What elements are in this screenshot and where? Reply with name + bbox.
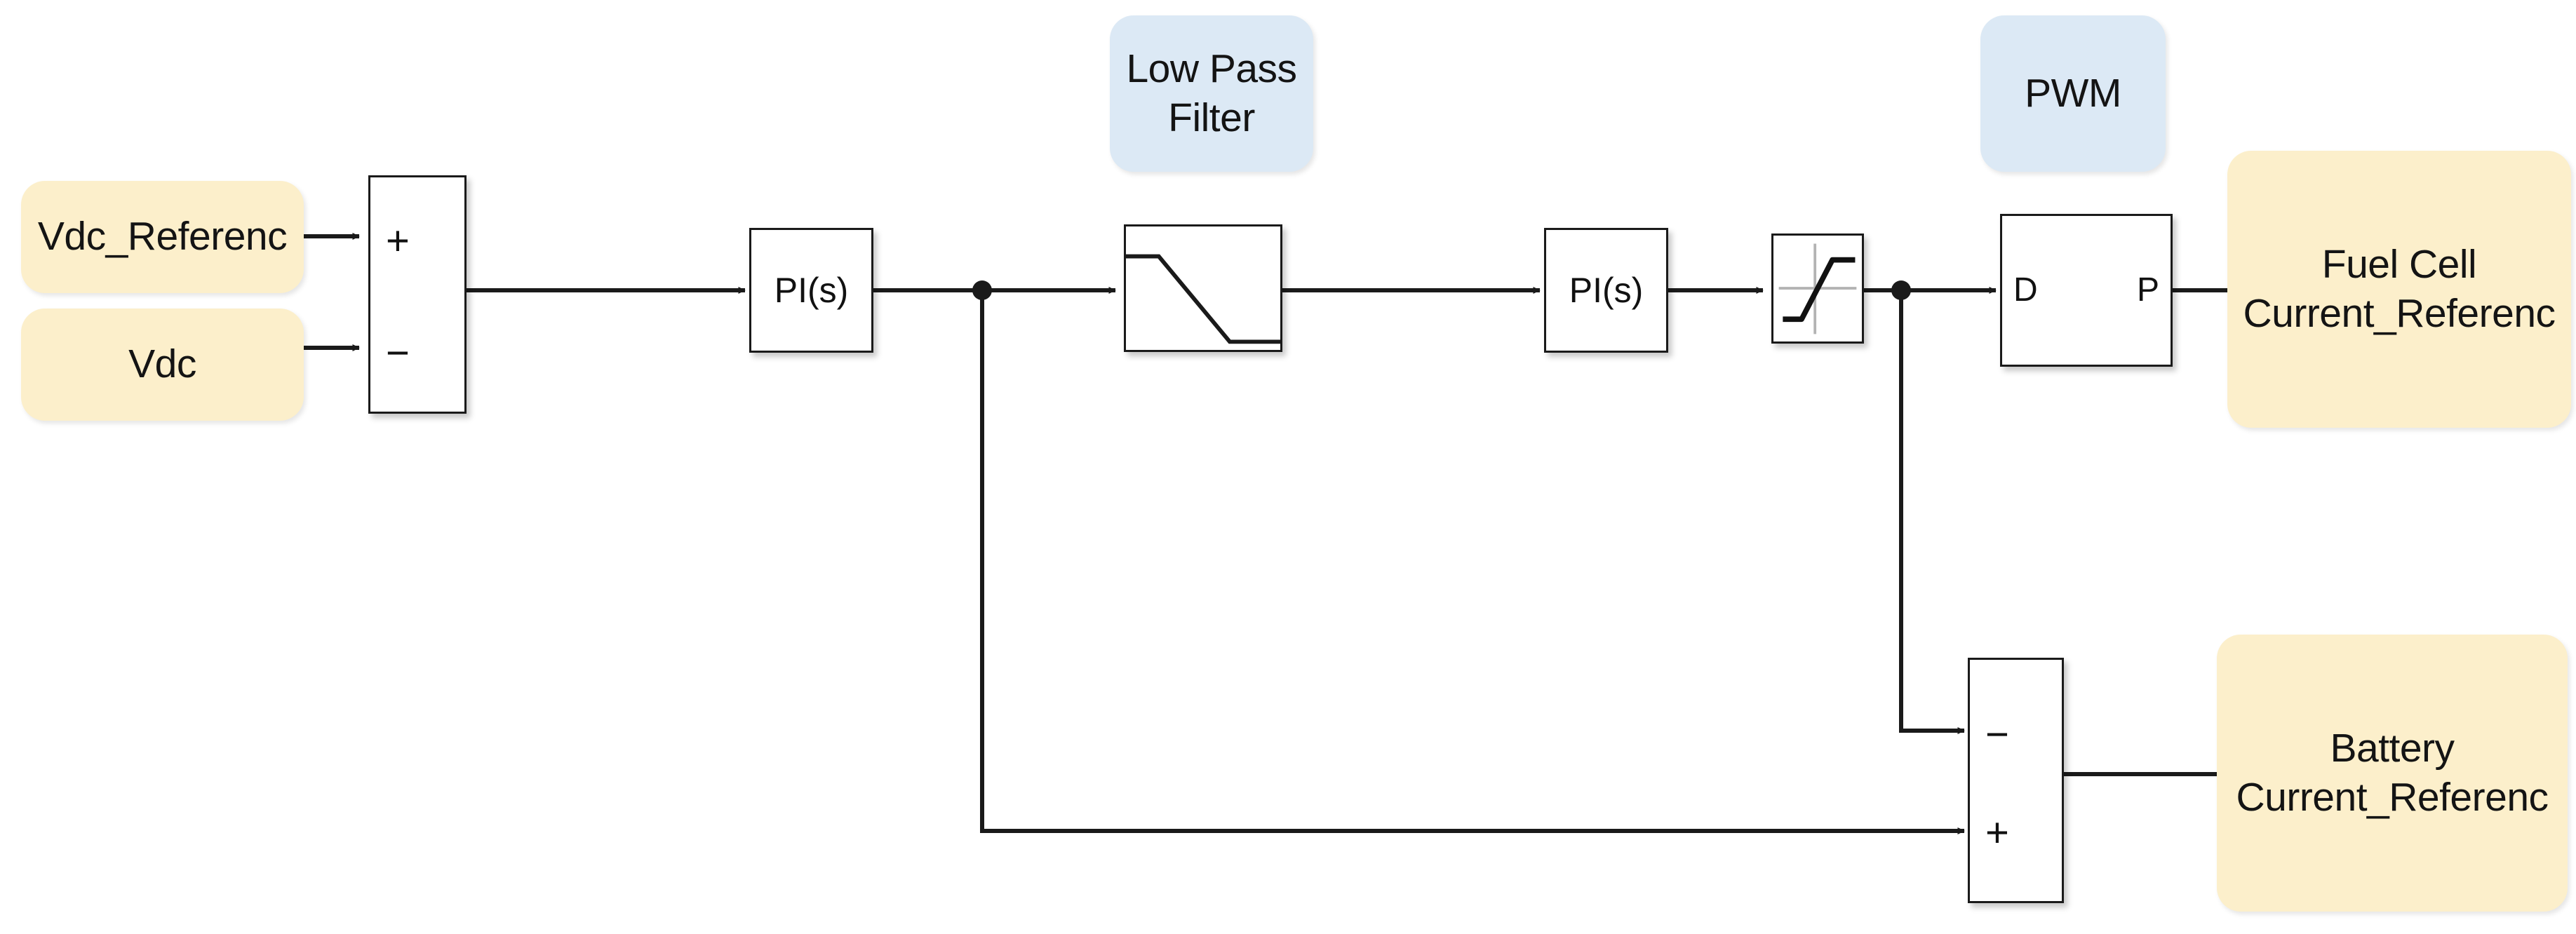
annotation-low-pass-filter[interactable]: Low Pass Filter bbox=[1110, 15, 1313, 172]
saturation-curve-icon bbox=[1778, 243, 1857, 334]
signal-tag-battery-current-reference[interactable]: Battery Current_Referenc bbox=[2217, 635, 2568, 912]
pi-controller-voltage-label: PI(s) bbox=[774, 271, 849, 310]
annotation-low-pass-filter-line1: Low Pass bbox=[1126, 46, 1297, 91]
signal-tag-fuel-cell-line2: Current_Referenc bbox=[2243, 290, 2556, 336]
sum-current-input-plus-sign: + bbox=[1985, 810, 2009, 855]
pi-controller-voltage[interactable]: PI(s) bbox=[749, 228, 873, 353]
annotation-low-pass-filter-line2: Filter bbox=[1168, 95, 1255, 140]
signal-tag-vdc[interactable]: Vdc bbox=[21, 309, 304, 421]
sum-block-current[interactable]: − + bbox=[1968, 658, 2064, 903]
signal-tag-fuel-cell-line1: Fuel Cell bbox=[2321, 241, 2477, 287]
sum-current-input-minus-sign: − bbox=[1985, 712, 2009, 757]
pwm-input-port-d: D bbox=[2013, 271, 2038, 309]
junction-dot-right bbox=[1891, 280, 1911, 300]
signal-tag-vdc-reference-label: Vdc_Referenc bbox=[37, 214, 288, 259]
annotation-pwm-label: PWM bbox=[2025, 70, 2121, 116]
signal-tag-vdc-reference[interactable]: Vdc_Referenc bbox=[21, 181, 304, 293]
signal-tag-fuel-cell-current-reference[interactable]: Fuel Cell Current_Referenc bbox=[2227, 151, 2571, 428]
signal-tag-battery-line2: Current_Referenc bbox=[2236, 774, 2549, 820]
pwm-output-port-p: P bbox=[2136, 271, 2159, 309]
saturation-block[interactable] bbox=[1771, 234, 1864, 344]
pi-controller-current-label: PI(s) bbox=[1569, 271, 1644, 310]
signal-tag-battery-line1: Battery bbox=[2330, 725, 2455, 771]
low-pass-filter-response-icon bbox=[1126, 254, 1280, 344]
annotation-pwm[interactable]: PWM bbox=[1980, 15, 2166, 172]
sum-voltage-input-plus-sign: + bbox=[386, 218, 410, 264]
junction-dot-left bbox=[972, 280, 992, 300]
sum-block-voltage[interactable]: + − bbox=[368, 175, 467, 414]
sum-voltage-input-minus-sign: − bbox=[386, 330, 410, 376]
pwm-subsystem-block[interactable]: D P bbox=[2000, 214, 2173, 367]
pi-controller-current[interactable]: PI(s) bbox=[1544, 228, 1668, 353]
signal-tag-vdc-label: Vdc bbox=[128, 341, 196, 387]
low-pass-filter-block[interactable] bbox=[1124, 224, 1282, 352]
